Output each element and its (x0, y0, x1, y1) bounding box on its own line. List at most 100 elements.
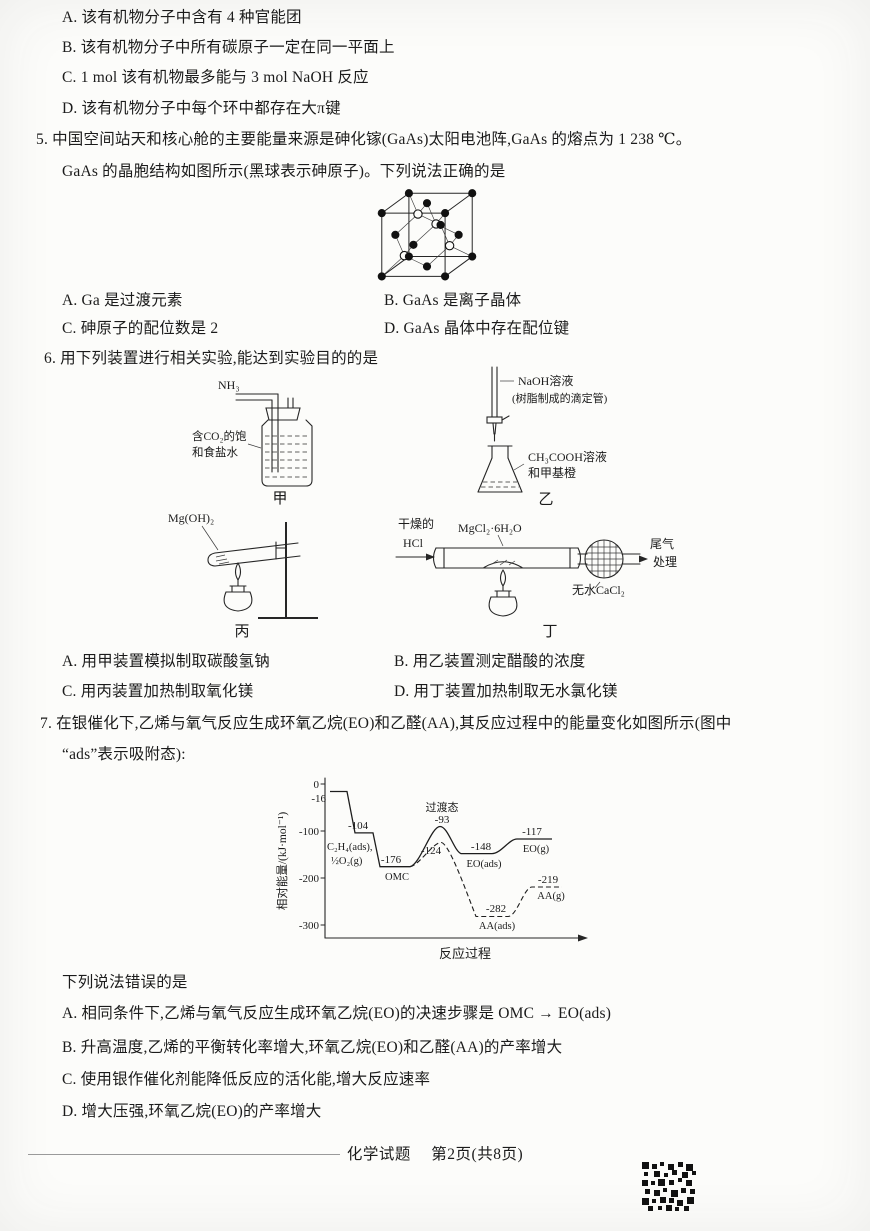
apparatus-ding-figure: 干燥的 HCl MgCl₂·6H₂O (392, 512, 694, 638)
flame-icon (234, 562, 242, 582)
x-axis-label: 反应过程 (439, 946, 491, 961)
q5-stem-line2: GaAs 的晶胞结构如图所示(黑球表示砷原子)。下列说法正确的是 (62, 163, 506, 180)
q7-option-b: B. 升高温度,乙烯的平衡转化率增大,环氧乙烷(EO)和乙醛(AA)的产率增大 (62, 1039, 563, 1056)
label-ads-energy: -104 (348, 820, 369, 832)
iron-stand (258, 522, 318, 619)
apparatus-bing-figure: Mg(OH)₂ 丙 (158, 506, 323, 638)
liquid-label-line2: 和食盐水 (192, 445, 238, 459)
alcohol-lamp (488, 569, 518, 617)
combustion-tube (432, 547, 582, 569)
caption-yi: 乙 (538, 492, 553, 506)
cacl2-leader (594, 581, 601, 589)
q5-option-d: D. GaAs 晶体中存在配位键 (384, 320, 570, 337)
q6-option-a: A. 用甲装置模拟制取碳酸氢钠 (62, 653, 270, 670)
q7-stem-line1: 7. 在银催化下,乙烯与氧气反应生成环氧乙烷(EO)和乙醛(AA),其反应过程中… (40, 715, 732, 732)
alcohol-lamp (223, 562, 253, 612)
q7-ask: 下列说法错误的是 (62, 974, 188, 991)
ytick-0: 0 (314, 779, 320, 791)
liquid-label-line1: 含CO₂的饱 (192, 429, 247, 443)
unit-cell-drawing (377, 189, 477, 281)
energy-diagram-figure: 0 -100 -200 -300 相对能量/(kJ·mol⁻¹) 反应过程 -1… (270, 766, 605, 971)
label-eoads-energy: -148 (471, 841, 492, 853)
label-start-energy: -16 (311, 793, 326, 805)
q5-option-c: C. 砷原子的配位数是 2 (62, 320, 219, 337)
solid-in-tube (215, 554, 230, 565)
label-aaads: AA(ads) (479, 921, 516, 932)
label-aaads-energy: -282 (486, 903, 506, 915)
bonds (381, 193, 473, 277)
ytick-100: -100 (299, 826, 320, 838)
inlet-arrow (395, 553, 435, 561)
q7-option-a: A. 相同条件下,乙烯与氧气反应生成环氧乙烷(EO)的决速步骤是 OMC → E… (62, 1005, 612, 1022)
q4-option-a: A. 该有机物分子中含有 4 种官能团 (62, 9, 302, 26)
dry-hcl-label-line1: 干燥的 (398, 516, 434, 531)
tail-gas-label-line2: 处理 (653, 555, 677, 569)
label-ts2-energy: -124 (421, 845, 442, 857)
gaas-unit-cell-figure (368, 186, 486, 290)
acid-label-line1: CH₃COOH溶液 (528, 449, 607, 464)
conical-flask (477, 445, 523, 493)
burette-note-label: (树脂制成的滴定管) (512, 391, 608, 405)
q5-stem-line1: 5. 中国空间站天和核心舱的主要能量来源是砷化镓(GaAs)太阳电池阵,GaAs… (36, 131, 692, 148)
gas-inlet-tube (235, 393, 294, 473)
label-eog: EO(g) (523, 844, 550, 855)
q4-option-d: D. 该有机物分子中每个环中都存在大π键 (62, 100, 341, 117)
label-ads-species2: ½O₂(g) (331, 856, 363, 867)
test-tube (207, 542, 301, 567)
scan-artifact-line (28, 1154, 340, 1155)
q6-option-c: C. 用丙装置加热制取氧化镁 (62, 683, 254, 700)
mgcl2-leader (497, 534, 504, 547)
label-ts-energy: -93 (435, 814, 450, 826)
label-eog-energy: -117 (522, 826, 542, 838)
aa-pathway-curve (409, 841, 562, 918)
nh3-label: NH₃ (218, 378, 240, 392)
naoh-label: NaOH溶液 (518, 373, 573, 388)
q6-stem: 6. 用下列装置进行相关实验,能达到实验目的的是 (44, 350, 379, 367)
acid-label-line2: 和甲基橙 (528, 465, 576, 480)
flame-icon (499, 569, 507, 588)
solid-label-leader (201, 525, 219, 551)
ga-atoms (399, 209, 455, 261)
label-ads-species1: C₂H₄(ads), (327, 842, 373, 853)
axes (320, 777, 588, 942)
caption-ding: 丁 (542, 624, 557, 638)
tail-gas-label-line1: 尾气 (650, 536, 674, 551)
q5-option-b: B. GaAs 是离子晶体 (384, 292, 522, 309)
footer-page-number: 第2页(共8页) (431, 1146, 524, 1163)
q7-option-d: D. 增大压强,环氧乙烷(EO)的产率增大 (62, 1103, 322, 1120)
q4-option-c: C. 1 mol 该有机物最多能与 3 mol NaOH 反应 (62, 69, 369, 86)
q7-stem-line2: “ads”表示吸附态): (62, 746, 186, 763)
ytick-300: -300 (299, 920, 320, 932)
qr-code (642, 1162, 698, 1212)
mgcl2-label: MgCl₂·6H₂O (458, 521, 522, 535)
caption-bing: 丙 (234, 624, 249, 638)
as-atoms (377, 189, 477, 281)
label-aag-energy: -219 (538, 874, 559, 886)
q5-option-a: A. Ga 是过渡元素 (62, 292, 183, 309)
mgoh2-label: Mg(OH)₂ (168, 511, 214, 525)
flask-label-leader (513, 463, 525, 471)
q7-option-c: C. 使用银作催化剂能降低反应的活化能,增大反应速率 (62, 1071, 431, 1088)
cacl2-label: 无水CaCl₂ (572, 583, 625, 597)
q6-option-d: D. 用丁装置加热制取无水氯化镁 (394, 683, 618, 700)
ytick-200: -200 (299, 873, 320, 885)
label-leader (247, 443, 262, 449)
label-omc-energy: -176 (381, 854, 402, 866)
apparatus-jia-figure: NH₃ 含CO₂的饱 和食盐水 甲 (188, 374, 338, 506)
dry-hcl-label-line2: HCl (403, 536, 424, 550)
label-eoads: EO(ads) (467, 859, 502, 870)
q4-option-b: B. 该有机物分子中所有碳原子一定在同一平面上 (62, 39, 395, 56)
caption-jia: 甲 (272, 491, 287, 506)
y-axis-label: 相对能量/(kJ·mol⁻¹) (275, 812, 289, 910)
q6-option-b: B. 用乙装置测定醋酸的浓度 (394, 653, 586, 670)
page-footer: 化学试题 第2页(共8页) (0, 1142, 870, 1164)
bottle (261, 419, 313, 487)
label-transition-state: 过渡态 (426, 800, 459, 814)
stopper (265, 407, 301, 421)
label-omc: OMC (385, 872, 409, 883)
label-aag: AA(g) (537, 891, 565, 902)
outlet-arrow (621, 553, 648, 565)
drying-bulb (577, 539, 624, 579)
footer-doc-title: 化学试题 (346, 1146, 411, 1163)
